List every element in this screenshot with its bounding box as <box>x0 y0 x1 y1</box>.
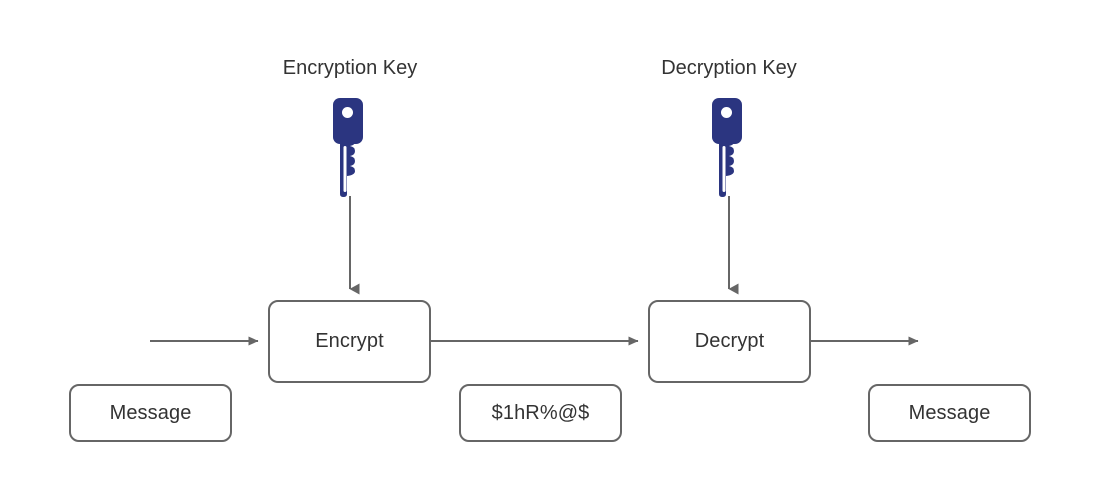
encryption-key-icon <box>333 98 363 197</box>
message-input-node[interactable]: Message <box>69 384 232 442</box>
encrypt-node-label: Encrypt <box>315 330 384 352</box>
decrypt-node-label: Decrypt <box>694 330 765 352</box>
encrypt-node[interactable]: Encrypt <box>268 300 431 383</box>
decrypt-node[interactable]: Decrypt <box>648 300 811 383</box>
decryption-key-label: Decryption Key <box>661 57 797 79</box>
decryption-key-icon <box>712 98 742 197</box>
encryption-key-caption: Encryption Key <box>250 57 450 80</box>
encryption-key-label: Encryption Key <box>282 57 418 79</box>
decryption-key-caption: Decryption Key <box>629 57 829 80</box>
message-input-label: Message <box>109 401 192 424</box>
ciphertext-label: $1hR%@$ <box>491 401 590 424</box>
ciphertext-node[interactable]: $1hR%@$ <box>459 384 622 442</box>
message-output-label: Message <box>908 401 991 424</box>
message-output-node[interactable]: Message <box>868 384 1031 442</box>
